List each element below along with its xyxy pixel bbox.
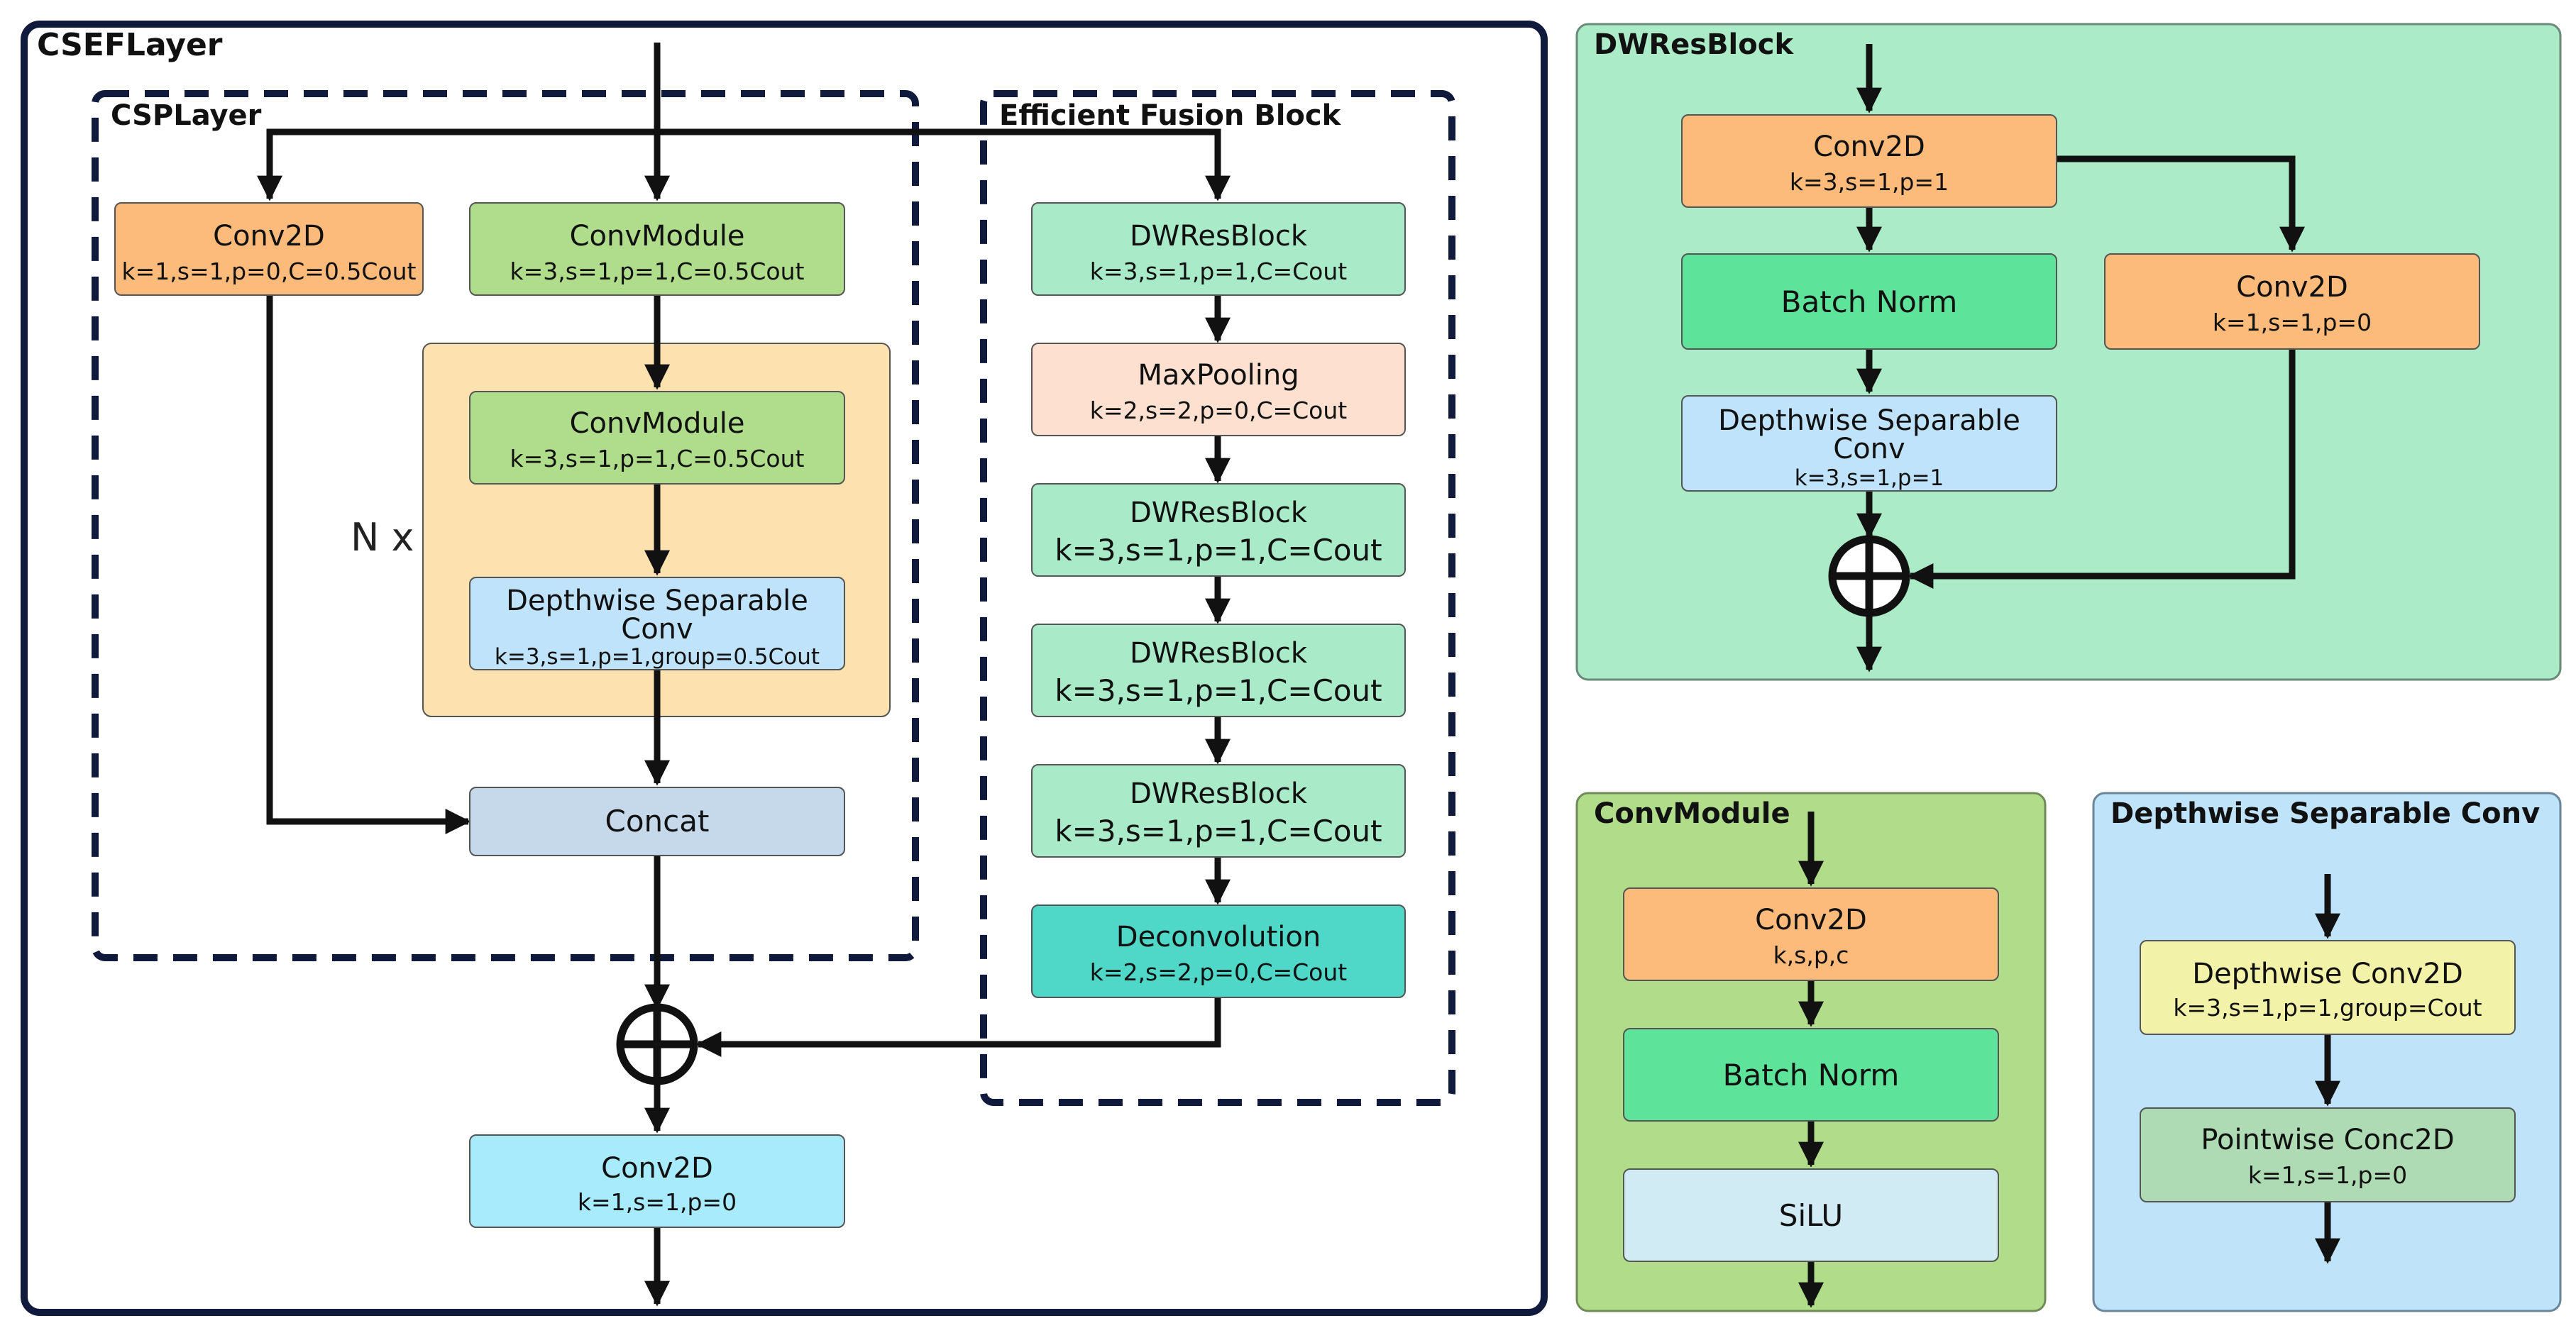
efb-deconvolution-label: Deconvolution bbox=[1116, 921, 1321, 953]
output-conv2d-label: Conv2D bbox=[601, 1152, 713, 1185]
csp-conv2d-node: Conv2D k=1,s=1,p=0,C=0.5Cout bbox=[114, 202, 424, 296]
cm-batchnorm-node: Batch Norm bbox=[1623, 1028, 1999, 1122]
csp-convmodule-1-label: ConvModule bbox=[570, 220, 745, 253]
efb-dwresblock-node-1: DWResBlock k=3,s=1,p=1,C=Cout bbox=[1031, 202, 1406, 296]
csp-layer-title: CSPLayer bbox=[111, 99, 262, 132]
dw-conv2d-main-params: k=3,s=1,p=1 bbox=[1790, 168, 1949, 196]
csp-convmodule-2-params: k=3,s=1,p=1,C=0.5Cout bbox=[510, 445, 805, 472]
efb-maxpooling-label: MaxPooling bbox=[1138, 359, 1299, 392]
efficient-fusion-block-region: Efficient Fusion Block bbox=[980, 90, 1455, 1106]
csef-layer-title: CSEFLayer bbox=[37, 27, 223, 63]
csp-conv2d-label: Conv2D bbox=[213, 220, 325, 253]
cm-silu-label: SiLU bbox=[1779, 1198, 1843, 1233]
ds-depthwise-conv2d-node: Depthwise Conv2D k=3,s=1,p=1,group=Cout bbox=[2140, 940, 2516, 1035]
csp-conv2d-params: k=1,s=1,p=0,C=0.5Cout bbox=[122, 258, 417, 285]
ds-pointwise-params: k=1,s=1,p=0 bbox=[2248, 1161, 2407, 1189]
dw-conv2d-skip-node: Conv2D k=1,s=1,p=0 bbox=[2104, 253, 2480, 350]
cm-silu-node: SiLU bbox=[1623, 1168, 1999, 1262]
csp-convmodule-node-2: ConvModule k=3,s=1,p=1,C=0.5Cout bbox=[469, 391, 845, 485]
efb-deconvolution-params: k=2,s=2,p=0,C=Cout bbox=[1090, 958, 1347, 986]
csp-layer-region: CSPLayer bbox=[92, 90, 919, 961]
efb-maxpooling-node: MaxPooling k=2,s=2,p=0,C=Cout bbox=[1031, 343, 1406, 436]
dw-depthwise-params: k=3,s=1,p=1 bbox=[1795, 465, 1944, 491]
efb-deconvolution-node: Deconvolution k=2,s=2,p=0,C=Cout bbox=[1031, 904, 1406, 998]
ds-depthwise-conv2d-label: Depthwise Conv2D bbox=[2192, 958, 2463, 990]
csp-depthwise-separable-node: Depthwise Separable Conv k=3,s=1,p=1,gro… bbox=[469, 577, 845, 670]
efb-dwresblock-4-params: k=3,s=1,p=1,C=Cout bbox=[1055, 814, 1382, 848]
dw-depthwise-label-1: Depthwise Separable bbox=[1718, 404, 2020, 437]
csp-concat-label: Concat bbox=[605, 804, 710, 839]
dw-conv2d-skip-params: k=1,s=1,p=0 bbox=[2213, 309, 2372, 336]
csef-connectors bbox=[257, 43, 1231, 1307]
csp-concat-node: Concat bbox=[469, 787, 845, 856]
efb-dwresblock-3-label: DWResBlock bbox=[1130, 637, 1308, 670]
dw-batchnorm-node: Batch Norm bbox=[1681, 253, 2057, 350]
ds-pointwise-label: Pointwise Conc2D bbox=[2201, 1124, 2454, 1156]
dw-conv2d-skip-label: Conv2D bbox=[2236, 271, 2348, 304]
dw-conv2d-main-label: Conv2D bbox=[1813, 131, 1925, 163]
dw-conv2d-main-node: Conv2D k=3,s=1,p=1 bbox=[1681, 114, 2057, 208]
efficient-fusion-block-title: Efficient Fusion Block bbox=[999, 99, 1342, 132]
csef-sum-node bbox=[616, 1003, 698, 1085]
efb-dwresblock-1-label: DWResBlock bbox=[1130, 220, 1308, 253]
ds-pointwise-node: Pointwise Conc2D k=1,s=1,p=0 bbox=[2140, 1107, 2516, 1202]
dwresblock-connectors bbox=[1856, 44, 2305, 673]
cm-conv2d-node: Conv2D k,s,p,c bbox=[1623, 887, 1999, 981]
efb-dwresblock-2-label: DWResBlock bbox=[1130, 497, 1308, 529]
csp-convmodule-2-label: ConvModule bbox=[570, 407, 745, 440]
cm-batchnorm-label: Batch Norm bbox=[1723, 1058, 1900, 1092]
csp-convmodule-1-params: k=3,s=1,p=1,C=0.5Cout bbox=[510, 258, 805, 285]
dw-depthwise-label-2: Conv bbox=[1833, 433, 1905, 465]
output-conv2d-node: Conv2D k=1,s=1,p=0 bbox=[469, 1134, 845, 1228]
cm-conv2d-params: k,s,p,c bbox=[1773, 941, 1849, 969]
efb-dwresblock-node-3: DWResBlock k=3,s=1,p=1,C=Cout bbox=[1031, 624, 1406, 717]
dw-depthwise-separable-node: Depthwise Separable Conv k=3,s=1,p=1 bbox=[1681, 395, 2057, 492]
efb-dwresblock-node-2: DWResBlock k=3,s=1,p=1,C=Cout bbox=[1031, 483, 1406, 577]
dwresblock-panel-title: DWResBlock bbox=[1594, 28, 1794, 61]
efb-dwresblock-4-label: DWResBlock bbox=[1130, 778, 1308, 810]
csp-convmodule-node-1: ConvModule k=3,s=1,p=1,C=0.5Cout bbox=[469, 202, 845, 296]
efb-maxpooling-params: k=2,s=2,p=0,C=Cout bbox=[1090, 397, 1347, 424]
csp-depthwise-label-2: Conv bbox=[621, 613, 693, 646]
dw-batchnorm-label: Batch Norm bbox=[1781, 284, 1958, 319]
efb-dwresblock-node-4: DWResBlock k=3,s=1,p=1,C=Cout bbox=[1031, 764, 1406, 858]
ds-depthwise-conv2d-params: k=3,s=1,p=1,group=Cout bbox=[2173, 994, 2482, 1022]
dwresblock-sum-node bbox=[1828, 535, 1910, 617]
efb-dwresblock-3-params: k=3,s=1,p=1,C=Cout bbox=[1055, 673, 1382, 708]
csp-depthwise-params: k=3,s=1,p=1,group=0.5Cout bbox=[495, 644, 820, 670]
repeat-label: N x bbox=[351, 515, 414, 560]
convmodule-panel-title: ConvModule bbox=[1594, 797, 1790, 830]
dsconv-panel-title: Depthwise Separable Conv bbox=[2110, 797, 2540, 830]
cm-conv2d-label: Conv2D bbox=[1755, 904, 1867, 936]
output-conv2d-params: k=1,s=1,p=0 bbox=[578, 1188, 737, 1216]
csp-depthwise-label-1: Depthwise Separable bbox=[506, 585, 808, 617]
efb-dwresblock-2-params: k=3,s=1,p=1,C=Cout bbox=[1055, 533, 1382, 568]
efb-dwresblock-1-params: k=3,s=1,p=1,C=Cout bbox=[1090, 258, 1347, 285]
